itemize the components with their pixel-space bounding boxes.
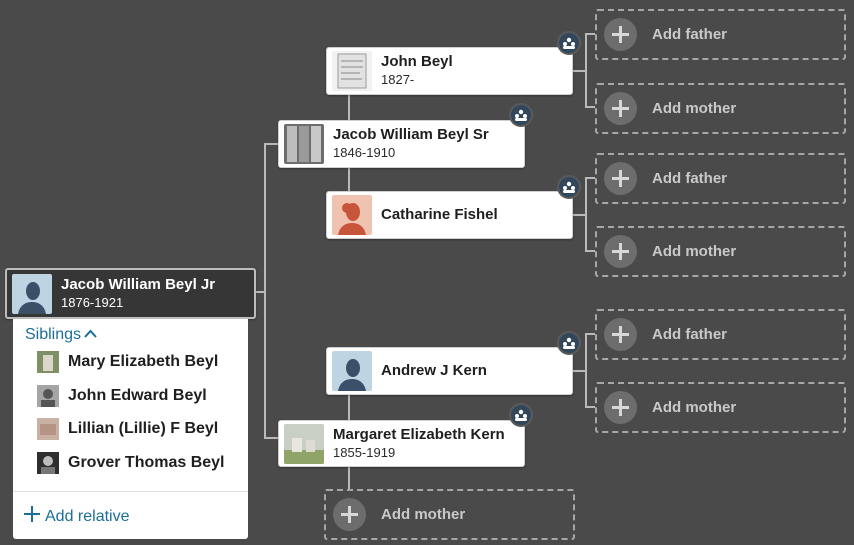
plus-icon xyxy=(333,498,366,531)
chevron-up-icon xyxy=(84,325,97,343)
connector xyxy=(585,177,595,179)
gravestone-photo-icon xyxy=(37,351,59,373)
document-photo-icon xyxy=(332,51,372,91)
plus-icon xyxy=(604,235,637,268)
connector xyxy=(585,106,595,108)
plus-icon xyxy=(604,162,637,195)
add-father-label: Add father xyxy=(652,170,727,187)
female-silhouette-icon xyxy=(332,195,372,235)
sibling-item[interactable]: Grover Thomas Beyl xyxy=(37,452,225,474)
add-mother-button[interactable]: Add mother xyxy=(595,226,846,277)
portrait-photo-icon xyxy=(37,452,59,474)
add-father-button[interactable]: Add father xyxy=(595,9,846,60)
mother-card[interactable]: Margaret Elizabeth Kern 1855-1919 xyxy=(278,420,525,467)
gravestone-photo-icon xyxy=(37,418,59,440)
gravestone-photo-icon xyxy=(284,423,324,464)
siblings-panel: Siblings Mary Elizabeth Beyl John Edward… xyxy=(13,319,248,539)
sibling-item[interactable]: Lillian (Lillie) F Beyl xyxy=(37,418,218,440)
connector xyxy=(572,214,586,216)
paternal-grandfather-years: 1827- xyxy=(381,72,415,87)
add-father-button[interactable]: Add father xyxy=(595,309,846,360)
add-mother-button[interactable]: Add mother xyxy=(595,382,846,433)
root-person-card[interactable]: Jacob William Beyl Jr 1876-1921 xyxy=(5,268,256,319)
add-mother-label: Add mother xyxy=(652,100,737,117)
family-group-icon[interactable] xyxy=(509,103,533,127)
father-years: 1846-1910 xyxy=(333,145,396,160)
paternal-grandfather-name: John Beyl xyxy=(381,53,453,70)
sibling-name: Lillian (Lillie) F Beyl xyxy=(68,420,219,437)
connector xyxy=(264,437,279,439)
sibling-name: Grover Thomas Beyl xyxy=(68,454,225,471)
root-person-name: Jacob William Beyl Jr xyxy=(61,275,216,293)
father-name: Jacob William Beyl Sr xyxy=(333,126,489,143)
portrait-photo-icon xyxy=(37,385,59,407)
add-relative-button[interactable]: Add relative xyxy=(23,505,130,528)
connector xyxy=(264,143,279,145)
sibling-item[interactable]: John Edward Beyl xyxy=(37,385,207,407)
plus-icon xyxy=(604,391,637,424)
connector xyxy=(585,250,595,252)
add-father-button[interactable]: Add father xyxy=(595,153,846,204)
add-father-label: Add father xyxy=(652,326,727,343)
male-silhouette-icon xyxy=(332,351,372,391)
plus-icon xyxy=(23,505,41,528)
add-relative-label: Add relative xyxy=(45,507,130,525)
add-father-label: Add father xyxy=(652,26,727,43)
root-person-years: 1876-1921 xyxy=(61,294,124,310)
mother-years: 1855-1919 xyxy=(333,444,396,460)
document-photo-icon xyxy=(284,124,324,164)
divider xyxy=(13,491,248,492)
sibling-name: Mary Elizabeth Beyl xyxy=(68,353,219,370)
add-mother-label: Add mother xyxy=(652,399,737,416)
connector xyxy=(585,177,587,252)
connector xyxy=(264,143,266,439)
siblings-toggle[interactable]: Siblings xyxy=(25,325,97,344)
siblings-header: Siblings xyxy=(25,326,82,343)
connector xyxy=(585,33,595,35)
connector xyxy=(585,33,587,108)
connector xyxy=(585,333,587,408)
add-mother-button[interactable]: Add mother xyxy=(324,489,575,540)
connector xyxy=(572,370,586,372)
plus-icon xyxy=(604,318,637,351)
connector xyxy=(572,70,586,72)
family-group-icon[interactable] xyxy=(509,403,533,427)
family-group-icon[interactable] xyxy=(557,331,581,355)
paternal-grandmother-name: Catharine Fishel xyxy=(381,206,498,223)
plus-icon xyxy=(604,18,637,51)
add-mother-label: Add mother xyxy=(381,506,466,523)
father-card[interactable]: Jacob William Beyl Sr 1846-1910 xyxy=(278,120,525,168)
family-group-icon[interactable] xyxy=(557,175,581,199)
mother-name: Margaret Elizabeth Kern xyxy=(333,425,505,443)
add-mother-button[interactable]: Add mother xyxy=(595,83,846,134)
male-silhouette-icon xyxy=(12,273,52,314)
connector xyxy=(585,406,595,408)
maternal-grandfather-card[interactable]: Andrew J Kern xyxy=(326,347,573,395)
connector xyxy=(585,333,595,335)
connector xyxy=(255,291,265,293)
plus-icon xyxy=(604,92,637,125)
family-group-icon[interactable] xyxy=(557,31,581,55)
paternal-grandfather-card[interactable]: John Beyl 1827- xyxy=(326,47,573,95)
maternal-grandfather-name: Andrew J Kern xyxy=(381,362,487,379)
paternal-grandmother-card[interactable]: Catharine Fishel xyxy=(326,191,573,239)
add-mother-label: Add mother xyxy=(652,243,737,260)
sibling-item[interactable]: Mary Elizabeth Beyl xyxy=(37,351,218,373)
sibling-name: John Edward Beyl xyxy=(68,387,207,404)
